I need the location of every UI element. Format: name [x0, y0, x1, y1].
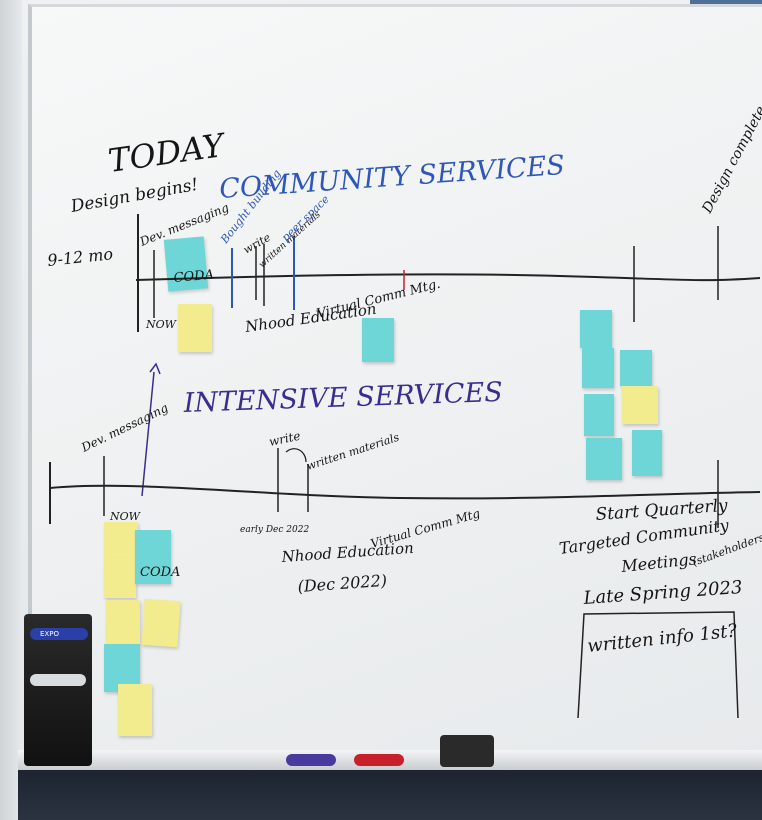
sticky-note: [118, 684, 152, 736]
bottom-dev-messaging-label: Dev. messaging: [78, 401, 170, 456]
marker-purple: [286, 754, 336, 766]
sticky-note: [178, 304, 212, 352]
sticky-note: [620, 350, 652, 386]
meetings-label: Meetings: [619, 549, 697, 576]
marker-green: [30, 674, 86, 686]
bottom-virtual-comm-mtg-label: Virtual Comm Mtg: [369, 506, 482, 551]
sticky-note: [632, 430, 662, 476]
design-begins-label: Design begins!: [68, 175, 199, 217]
sticky-note: [104, 522, 138, 558]
marker-red: [354, 754, 404, 766]
sticky-note: [586, 438, 622, 480]
coda-top-label: CODA: [173, 268, 215, 286]
dec-2022-label: (Dec 2022): [297, 571, 388, 596]
floor-background: [18, 770, 762, 820]
bottom-write-label: write: [268, 429, 302, 449]
sticky-note: [104, 558, 136, 598]
early-dec-label: early Dec 2022: [240, 525, 309, 535]
marker-brand-label: EXPO: [40, 630, 59, 638]
wall-edge: [0, 0, 22, 820]
top-dev-messaging-label: Dev. messaging: [137, 200, 231, 249]
late-spring-label: Late Spring 2023: [582, 577, 743, 609]
duration-label: 9-12 mo: [46, 244, 113, 270]
design-complete-label: Design complete: [699, 103, 762, 216]
today-label: TODAY: [106, 126, 229, 180]
sticky-note: [584, 394, 614, 436]
sticky-note: [106, 600, 140, 644]
intensive-services-heading: INTENSIVE SERVICES: [182, 377, 503, 419]
top-virtual-comm-mtg-label: Virtual Comm Mtg.: [315, 277, 442, 322]
coda-bottom-label: CODA: [140, 565, 180, 580]
whiteboard-eraser: [440, 735, 494, 767]
sticky-note: [580, 310, 612, 348]
marker-holder: EXPO: [24, 614, 92, 766]
top-now-label: NOW: [145, 318, 178, 331]
sticky-note: [622, 386, 658, 424]
sticky-note: [582, 348, 614, 388]
written-info-label: written info 1st?: [586, 620, 738, 657]
marker-blue: EXPO: [30, 628, 88, 640]
sticky-note: [362, 318, 394, 362]
bottom-now-label: NOW: [109, 510, 142, 523]
bottom-written-materials-label: written materials: [305, 431, 401, 473]
sticky-note-coda-bottom: [135, 530, 171, 584]
